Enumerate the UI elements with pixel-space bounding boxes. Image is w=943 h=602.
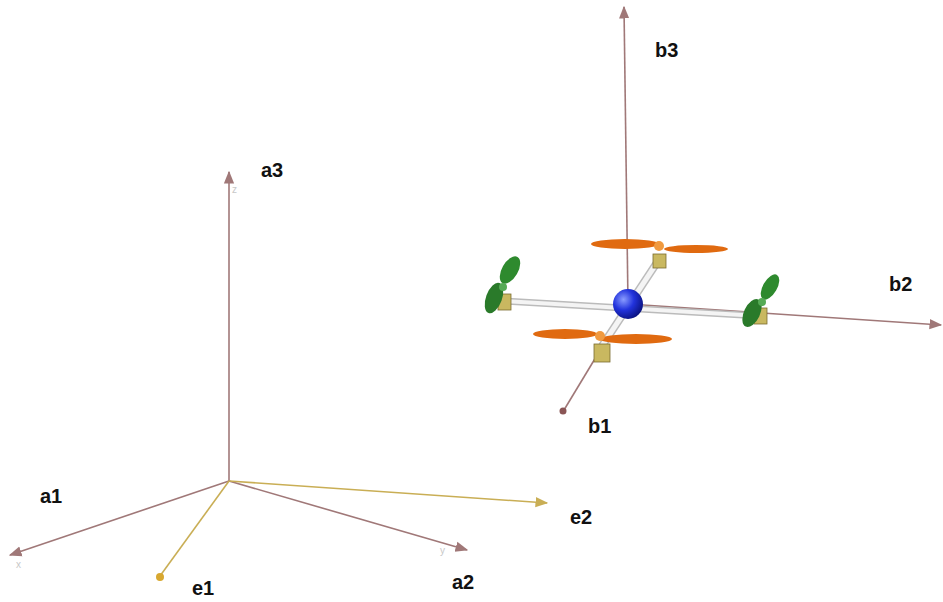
e-axes bbox=[160, 481, 547, 576]
axis-tip bbox=[156, 573, 164, 581]
axis-label: a3 bbox=[261, 160, 283, 180]
axis-label: e2 bbox=[570, 507, 592, 527]
axis-label: b2 bbox=[889, 274, 912, 294]
axis-label: b3 bbox=[655, 40, 678, 60]
axis-label: a1 bbox=[40, 486, 62, 506]
axis-label: e1 bbox=[192, 578, 214, 598]
axis-letter: y bbox=[440, 546, 445, 556]
axis-label: b1 bbox=[588, 416, 611, 436]
axis-letter: z bbox=[232, 185, 237, 195]
inertial-axes bbox=[10, 172, 467, 555]
quadrotor bbox=[481, 239, 783, 362]
axis-label: a2 bbox=[452, 572, 474, 592]
axis-letter: x bbox=[16, 560, 21, 570]
body-axes bbox=[564, 7, 941, 410]
axis-tip bbox=[560, 408, 567, 415]
